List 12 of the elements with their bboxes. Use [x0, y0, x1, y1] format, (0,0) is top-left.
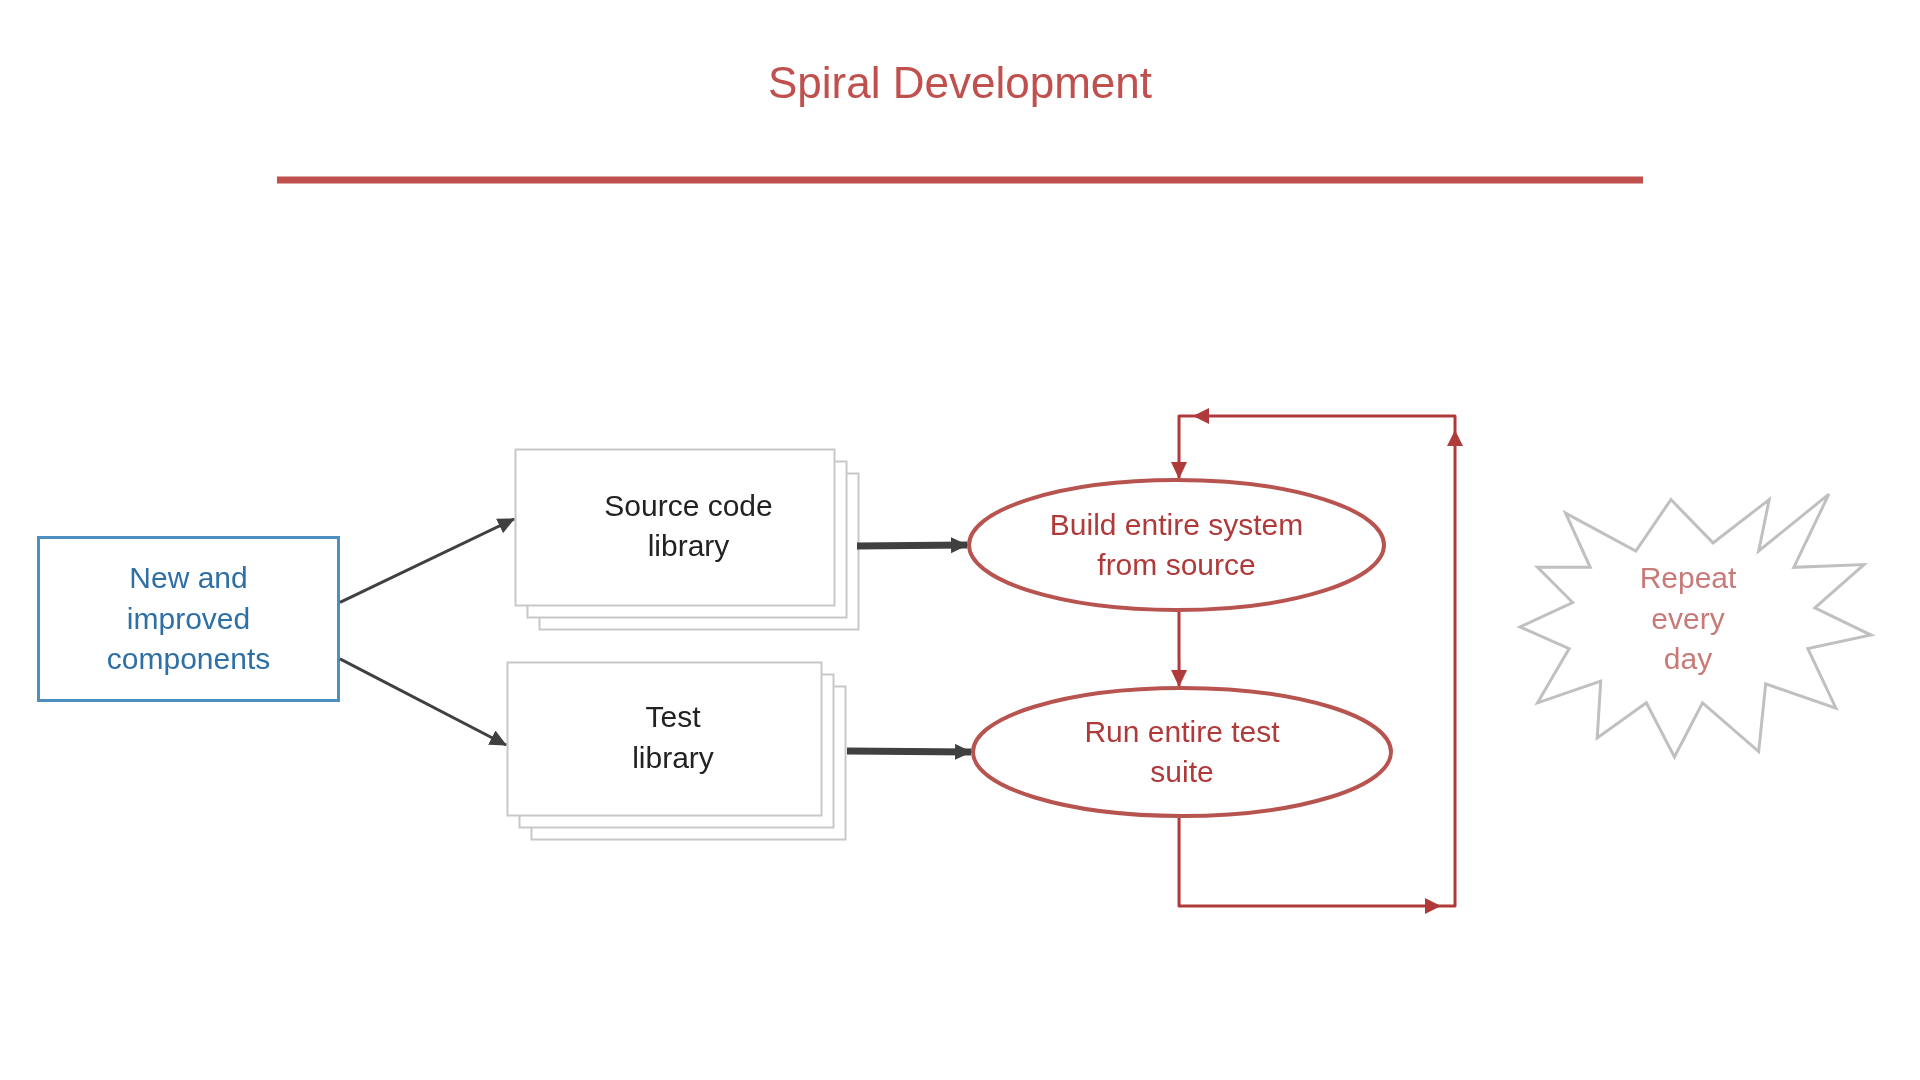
node-label: Test library: [631, 699, 715, 776]
document-stack: [514, 448, 857, 631]
title: Spiral Development: [767, 58, 1153, 108]
node-label: Source code library: [604, 487, 773, 564]
node-label: Repeat every day: [1638, 560, 1738, 678]
document-stack: [506, 661, 847, 842]
process-box: [37, 536, 340, 702]
node-label: Build entire system from source: [1048, 506, 1305, 583]
node-label: Run entire test suite: [1083, 713, 1281, 790]
process-ellipse: [971, 686, 1393, 818]
node-label: New and improved components: [106, 560, 271, 678]
process-ellipse: [967, 478, 1386, 612]
